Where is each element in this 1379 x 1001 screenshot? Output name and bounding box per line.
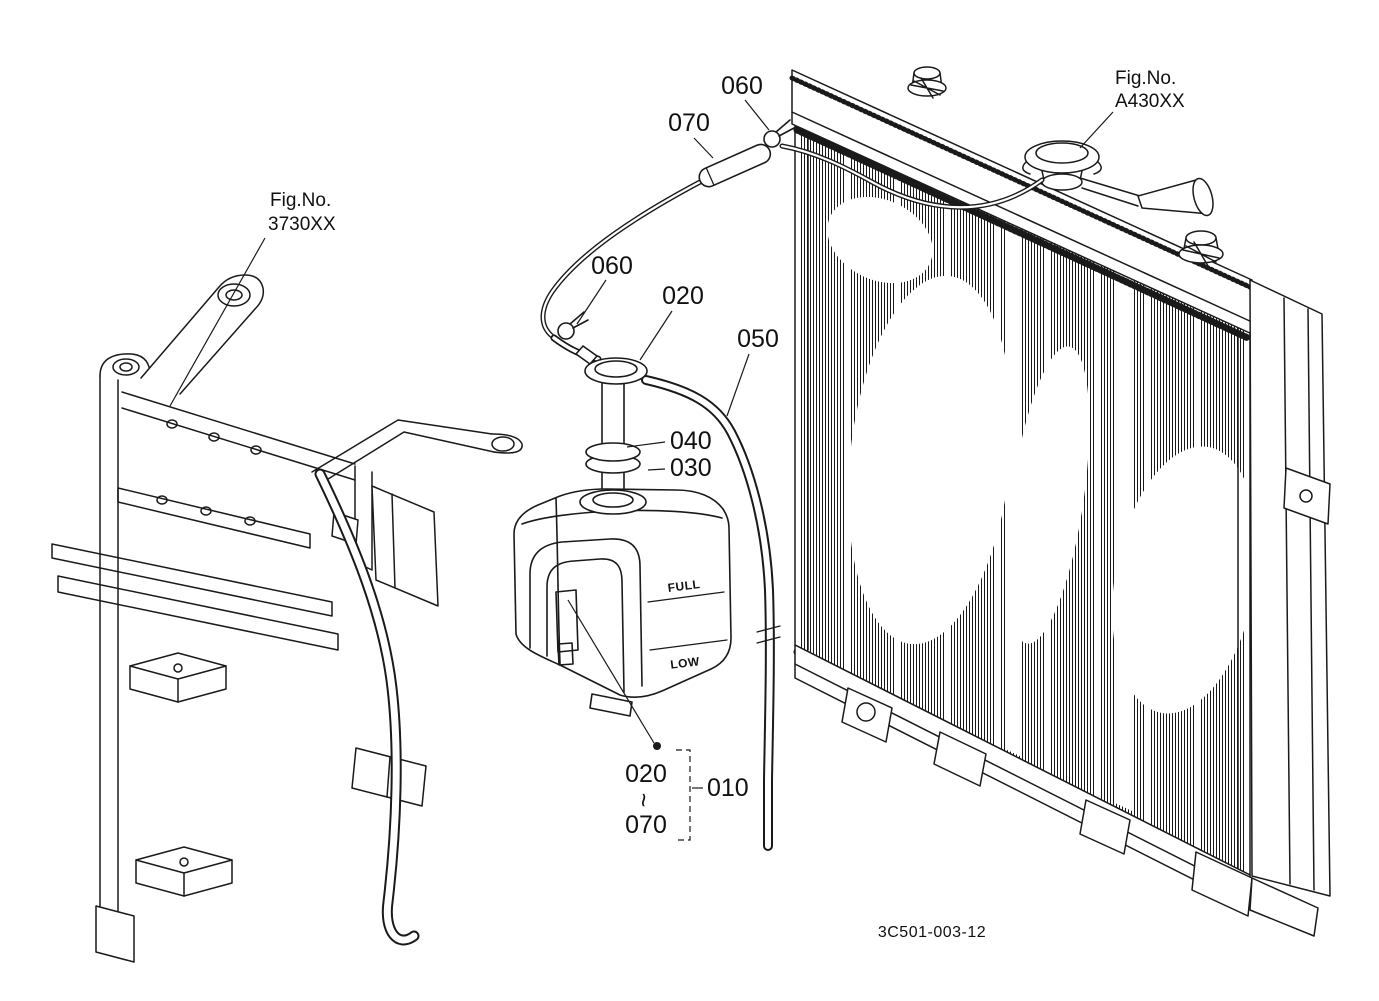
tank-full-label: FULL bbox=[667, 577, 701, 595]
callout-060-top: 060 bbox=[721, 72, 763, 100]
tank-cap-020 bbox=[575, 345, 648, 385]
callout-070-top: 070 bbox=[668, 109, 710, 137]
radiator-cap-small bbox=[907, 66, 947, 99]
overflow-plumbing bbox=[540, 119, 1045, 363]
callout-tilde: ~ bbox=[629, 793, 657, 808]
overflow-hose-070 bbox=[698, 143, 772, 188]
callout-labels: 060 070 060 020 050 040 030 020 ~ 070 01… bbox=[268, 68, 1185, 941]
callout-010-assembly: 010 bbox=[707, 774, 749, 802]
ref-3730-line2: 3730XX bbox=[268, 214, 336, 235]
callout-030-grommet: 030 bbox=[670, 454, 712, 482]
ref-3730-line1: Fig.No. bbox=[270, 190, 331, 211]
tank-low-label: LOW bbox=[670, 654, 701, 672]
callout-020-cap: 020 bbox=[662, 282, 704, 310]
radiator-filler-cap bbox=[1022, 140, 1214, 217]
callout-020-group: 020 bbox=[625, 760, 667, 788]
radiator-drawing bbox=[789, 66, 1331, 937]
radiator-cap-right bbox=[1178, 230, 1224, 267]
ref-a430-line2: A430XX bbox=[1115, 91, 1185, 112]
hose-clamp-mid bbox=[557, 311, 589, 340]
assembly-bracket bbox=[676, 749, 691, 841]
callout-060-mid: 060 bbox=[591, 252, 633, 280]
callout-070-group: 070 bbox=[625, 811, 667, 839]
hose-clamp-top bbox=[763, 119, 795, 148]
callout-leaders bbox=[169, 99, 1114, 841]
drawing-number: 3C501-003-12 bbox=[878, 924, 986, 941]
bracket-eye bbox=[217, 283, 251, 307]
callout-050-hose: 050 bbox=[737, 325, 779, 353]
callout-040-pipe: 040 bbox=[670, 427, 712, 455]
reserve-tank-assembly: FULL LOW bbox=[513, 345, 781, 851]
mount-frame-drawing bbox=[51, 274, 523, 963]
ref-a430-line1: Fig.No. bbox=[1115, 68, 1176, 89]
frame-hole bbox=[112, 358, 140, 376]
